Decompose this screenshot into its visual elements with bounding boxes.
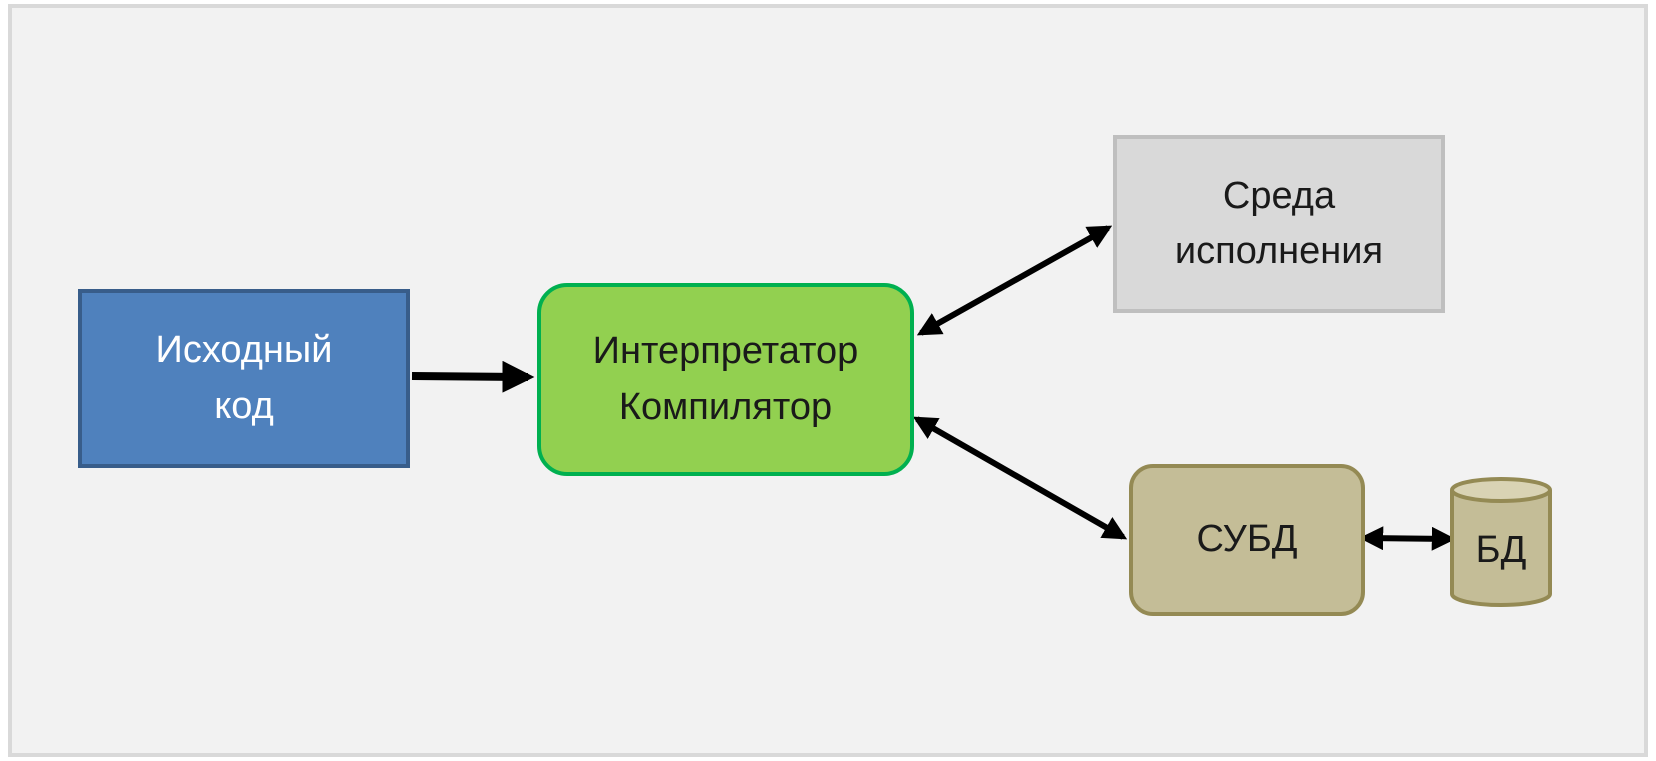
runtime-label-line1: Среда: [1222, 174, 1336, 217]
compiler-label: Компилятор: [618, 385, 833, 428]
arrow-dbms-database: [1359, 526, 1456, 551]
arrow-source-to-interpreter: [411, 360, 535, 393]
arrow-interpreter-dbms: [912, 416, 1128, 540]
dbms-node: СУБД: [1129, 464, 1365, 616]
runtime-environment-node: Среда исполнения: [1113, 135, 1445, 313]
dbms-label: СУБД: [1196, 518, 1298, 561]
source-code-label-line2: код: [214, 384, 274, 427]
source-code-node: Исходный код: [78, 289, 410, 468]
source-code-label-line1: Исходный: [155, 329, 333, 372]
database-label: БД: [1475, 528, 1527, 571]
interpreter-label: Интерпретатор: [592, 330, 859, 373]
arrow-interpreter-runtime: [916, 225, 1113, 336]
interpreter-compiler-node: Интерпретатор Компилятор: [537, 283, 914, 476]
runtime-label-line2: исполнения: [1174, 230, 1384, 272]
database-cylinder-icon: [1450, 477, 1552, 607]
